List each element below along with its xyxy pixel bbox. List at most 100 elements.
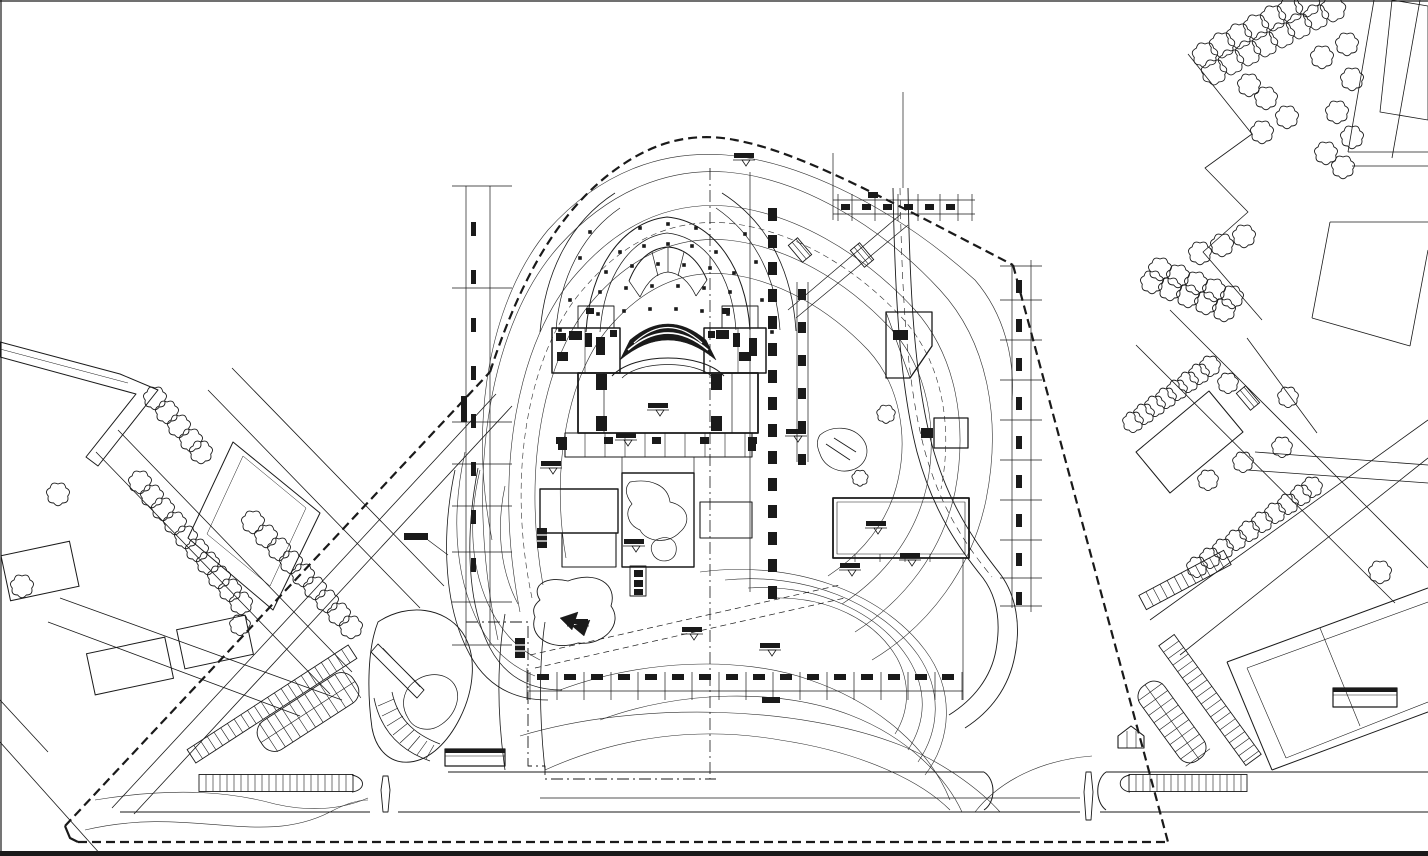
dimension-text-block <box>768 289 777 302</box>
plan-line <box>59 597 343 701</box>
tree-symbol <box>1331 155 1355 180</box>
plan-line <box>1246 601 1428 669</box>
elevation-value-smudge <box>840 563 860 568</box>
plan-line <box>84 799 369 831</box>
annotation-block <box>722 308 730 314</box>
annotation-block <box>708 331 715 338</box>
plan-line <box>403 674 458 730</box>
column-dot <box>596 312 600 316</box>
dimension-text-block <box>768 316 777 329</box>
tree-symbol <box>185 538 209 563</box>
plan-line <box>382 647 421 688</box>
parking-hatch <box>1137 683 1211 767</box>
annotation-block <box>733 333 740 347</box>
plan-line <box>724 578 936 763</box>
dimension-text-block <box>768 505 777 518</box>
dimension-text-block <box>471 270 476 284</box>
column-dot <box>694 226 698 230</box>
tree-symbol <box>1217 372 1239 395</box>
elevation-marker <box>759 643 781 657</box>
elevation-value-smudge <box>624 539 644 544</box>
elevation-marker <box>623 539 645 553</box>
annotation-block <box>596 374 607 390</box>
tree-symbol <box>241 510 265 535</box>
dimension-text-block <box>618 674 630 680</box>
column-dot <box>618 250 622 254</box>
tree-symbol <box>1188 241 1212 266</box>
elevation-value-smudge <box>682 627 702 632</box>
tree-symbol <box>1133 403 1155 426</box>
plan-line <box>466 621 716 780</box>
tree-symbol <box>1199 355 1221 378</box>
parking-hatch <box>1239 386 1259 408</box>
vehicle-detail <box>515 644 525 652</box>
parking-strip-outline <box>1128 774 1248 792</box>
dimension-text-block <box>604 437 613 444</box>
plan-line <box>456 451 536 677</box>
tree-symbol <box>1144 395 1166 418</box>
elevation-marker <box>899 553 921 567</box>
trees <box>10 0 1392 640</box>
plan-line <box>540 621 546 771</box>
elevation-value-smudge <box>734 153 754 158</box>
plan-line <box>621 457 695 473</box>
plan-line <box>1226 587 1428 663</box>
elevation-marker <box>865 521 887 535</box>
dimension-text-block <box>645 674 657 680</box>
dimension-text-block <box>904 204 913 210</box>
plan-line <box>1135 344 1396 604</box>
tree-symbol <box>174 525 198 550</box>
annotation-block <box>868 192 878 198</box>
annotation-block <box>921 428 933 438</box>
dimension-text-block <box>1016 358 1022 371</box>
annotation-block <box>596 416 607 431</box>
column-dot <box>676 284 680 288</box>
plan-line <box>47 621 301 717</box>
column-dot <box>728 290 732 294</box>
left-district-buildings <box>0 341 321 696</box>
plan-line <box>1246 469 1428 484</box>
dimension-text-block <box>915 674 927 680</box>
parking-strip-outline <box>1158 633 1262 767</box>
dimension-text-block <box>753 674 765 680</box>
frame-bottom-bar <box>0 851 1428 856</box>
building-outline <box>176 614 254 670</box>
annotation-block <box>0 851 1428 856</box>
column-dot <box>656 262 660 266</box>
plan-line <box>534 597 846 669</box>
column-dot <box>666 222 670 226</box>
plan-line <box>577 305 615 329</box>
parking-strip <box>849 242 875 268</box>
parking-hatch <box>853 243 873 265</box>
column-dot <box>568 298 572 302</box>
plan-line <box>1187 53 1263 321</box>
dimension-text-block <box>834 674 846 680</box>
column-dot <box>714 250 718 254</box>
column-dot <box>674 307 678 311</box>
tree-symbol <box>229 614 251 636</box>
tree-symbol <box>1259 5 1287 32</box>
elevation-marker <box>839 563 861 577</box>
plan-line <box>64 371 491 827</box>
plan-line <box>825 437 857 461</box>
dimension-text-block <box>768 451 777 464</box>
plan-line <box>585 216 751 333</box>
plan-line <box>1179 457 1428 656</box>
dimension-text-block <box>726 674 738 680</box>
column-dot <box>732 271 736 275</box>
plan-line <box>933 417 969 449</box>
plan-line <box>885 311 933 379</box>
building-outline <box>85 636 175 696</box>
dimension-text-block <box>591 674 603 680</box>
plan-line <box>626 480 688 541</box>
parking-strip-outline <box>787 237 813 263</box>
annotation-block <box>569 331 582 340</box>
tree-symbol <box>1275 105 1299 130</box>
parking-strip <box>186 644 358 764</box>
plan-line <box>1379 0 1428 121</box>
tree-symbol <box>1310 45 1334 70</box>
plan-line <box>561 532 617 568</box>
plan-line <box>488 136 1014 373</box>
plan-line <box>621 472 695 568</box>
